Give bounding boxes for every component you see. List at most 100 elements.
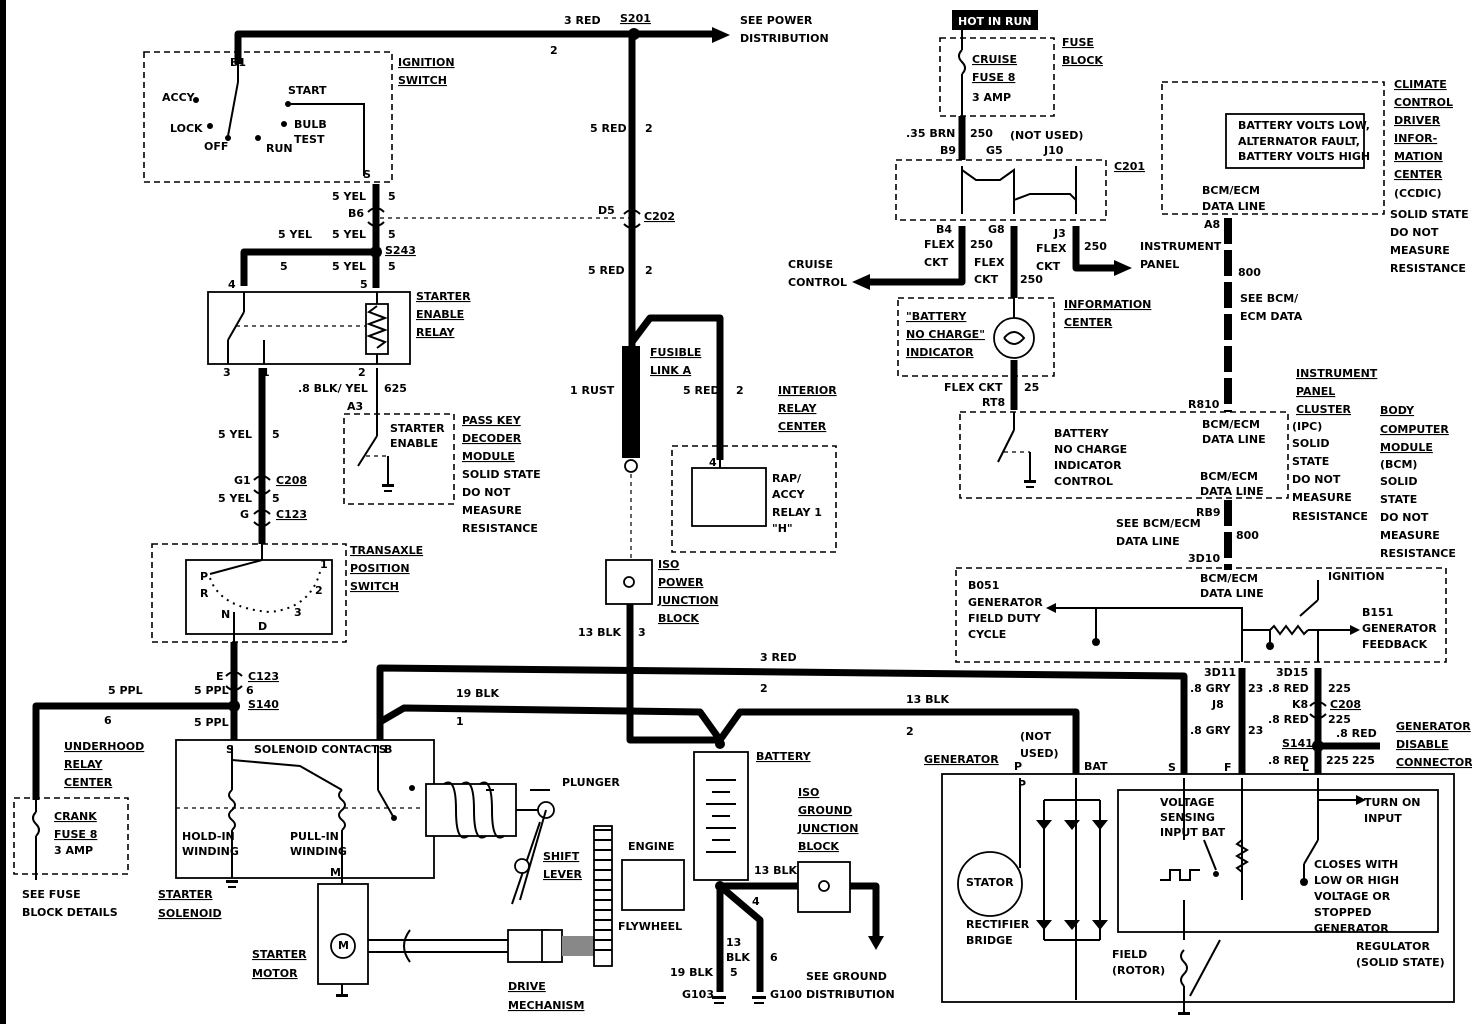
- label-ipc6: STATE: [1292, 455, 1329, 468]
- label-vs3: INPUT BAT: [1160, 826, 1226, 839]
- label-seebcm1: SEE BCM/: [1240, 292, 1299, 305]
- label-ipc3: CLUSTER: [1296, 403, 1352, 416]
- battery: [693, 739, 800, 1004]
- label-rap3: RELAY 1: [772, 506, 822, 519]
- label-8red-a: .8 RED: [1268, 682, 1309, 695]
- label-13-bat: 13: [726, 936, 741, 949]
- iso-power-junction-block: [605, 559, 653, 605]
- label-4-ser: 4: [228, 278, 236, 291]
- label-vs2: SENSING: [1160, 811, 1215, 824]
- label-cf1: CRUISE: [972, 53, 1017, 66]
- label-5-c: 5: [280, 260, 288, 273]
- label-vs1: VOLTAGE: [1160, 796, 1215, 809]
- label-w-3red-top: 3 RED: [564, 14, 601, 27]
- label-b051c: FIELD DUTY: [968, 612, 1042, 625]
- starter-enable-relay: [207, 291, 411, 365]
- label-8red-d: .8 RED: [1268, 754, 1309, 767]
- label-5yel-b: 5 YEL: [278, 228, 312, 241]
- label-ic1: INFORMATION: [1064, 298, 1151, 311]
- label-irc2: RELAY: [778, 402, 817, 415]
- label-hold2: WINDING: [182, 845, 239, 858]
- generator: [941, 773, 1455, 1015]
- label-s243: S243: [385, 244, 416, 257]
- pass-key-decoder-module: [343, 368, 455, 505]
- label-bcm5: SOLID: [1380, 475, 1418, 488]
- label-uhr3: CENTER: [64, 776, 113, 789]
- label-5-bat: 5: [730, 966, 738, 979]
- label-iso3: JUNCTION: [657, 594, 718, 607]
- label-bcmdl1: BCM/ECM: [1202, 184, 1260, 197]
- battery-cables: [376, 604, 1188, 774]
- label-isog2: GROUND: [798, 804, 852, 817]
- label-tp-d: D: [258, 620, 267, 633]
- label-cc6: CENTER: [1394, 168, 1443, 181]
- label-800-a: 800: [1238, 266, 1261, 279]
- label-pull1: PULL-IN: [290, 830, 339, 843]
- label-bcm-ipc4: DATA LINE: [1200, 485, 1264, 498]
- label-g5: G5: [986, 144, 1003, 157]
- label-seebcm2a: SEE BCM/ECM: [1116, 517, 1201, 530]
- label-fb1: FUSE: [1062, 36, 1094, 49]
- label-1rust: 1 RUST: [570, 384, 615, 397]
- label-cc3: DRIVER: [1394, 114, 1441, 127]
- label-250-d: 250: [1020, 273, 1043, 286]
- label-r810: R810: [1188, 398, 1220, 411]
- label-pk3: MODULE: [462, 450, 515, 463]
- label-b6: B6: [348, 207, 364, 220]
- label-ser2: ENABLE: [416, 308, 464, 321]
- label-s201: S201: [620, 12, 651, 25]
- label-3d15: 3D15: [1276, 666, 1308, 679]
- label-ser1: STARTER: [416, 290, 471, 303]
- rap-accy-relay: [671, 445, 837, 553]
- label-ss1: STARTER: [158, 888, 213, 901]
- label-f-gen: F: [1224, 761, 1232, 774]
- label-cc8: SOLID STATE: [1390, 208, 1469, 221]
- label-fl1: FUSIBLE: [650, 346, 701, 359]
- label-b051d: CYCLE: [968, 628, 1006, 641]
- label-bnc1: "BATTERY: [906, 310, 967, 323]
- label-ipc7: DO NOT: [1292, 473, 1341, 486]
- label-5yel-c: 5 YEL: [332, 228, 366, 241]
- label-bcm2: COMPUTER: [1380, 423, 1449, 436]
- label-bcm6: STATE: [1380, 493, 1417, 506]
- label-irc1: INTERIOR: [778, 384, 837, 397]
- label-s-ign: S: [363, 168, 371, 181]
- label-tps1: TRANSAXLE: [350, 544, 423, 557]
- label-notused3: (NOT USED): [1010, 129, 1083, 142]
- label-pull2: WINDING: [290, 845, 347, 858]
- label-sm1: STARTER: [252, 948, 307, 961]
- label-8gry-b: .8 GRY: [1190, 724, 1232, 737]
- label-cc2: CONTROL: [1394, 96, 1453, 109]
- label-drive1: DRIVE: [508, 980, 546, 993]
- instrument-panel-cluster: [959, 411, 1289, 499]
- label-c208b: C208: [1330, 698, 1361, 711]
- label-stator: STATOR: [966, 876, 1014, 889]
- label-cw2: LOW OR HIGH: [1314, 874, 1399, 887]
- label-p-gen: P: [1014, 760, 1022, 773]
- label-start: START: [288, 84, 327, 97]
- label-13blk-c: 13 BLK: [754, 864, 798, 877]
- label-cc9: DO NOT: [1390, 226, 1439, 239]
- climate-control-driver-info-center: [1161, 81, 1385, 570]
- label-rect2: BRIDGE: [966, 934, 1013, 947]
- label-cf3: 3 AMP: [972, 91, 1011, 104]
- label-rap4: "H": [772, 522, 793, 535]
- label-ckt1: CKT: [924, 256, 949, 269]
- label-6-a: 6: [246, 684, 254, 697]
- label-5-a: 5: [388, 190, 396, 203]
- label-pk4: SOLID STATE: [462, 468, 541, 481]
- label-s141: S141: [1282, 737, 1313, 750]
- label-g103: G103: [682, 988, 714, 1001]
- label-1-ser: 1: [262, 366, 270, 379]
- label-a3: A3: [347, 400, 363, 413]
- label-225-d: 225: [1352, 754, 1375, 767]
- label-ss2: SOLENOID: [158, 907, 222, 920]
- label-pk7: RESISTANCE: [462, 522, 538, 535]
- label-iso1: ISO: [658, 558, 679, 571]
- label-5ppl-b: 5 PPL: [194, 684, 229, 697]
- label-tp-p: P: [200, 570, 208, 583]
- label-p-gen2: P: [1018, 778, 1026, 791]
- label-5yel-f: 5 YEL: [218, 492, 252, 505]
- left-border-bar: [0, 0, 6, 1024]
